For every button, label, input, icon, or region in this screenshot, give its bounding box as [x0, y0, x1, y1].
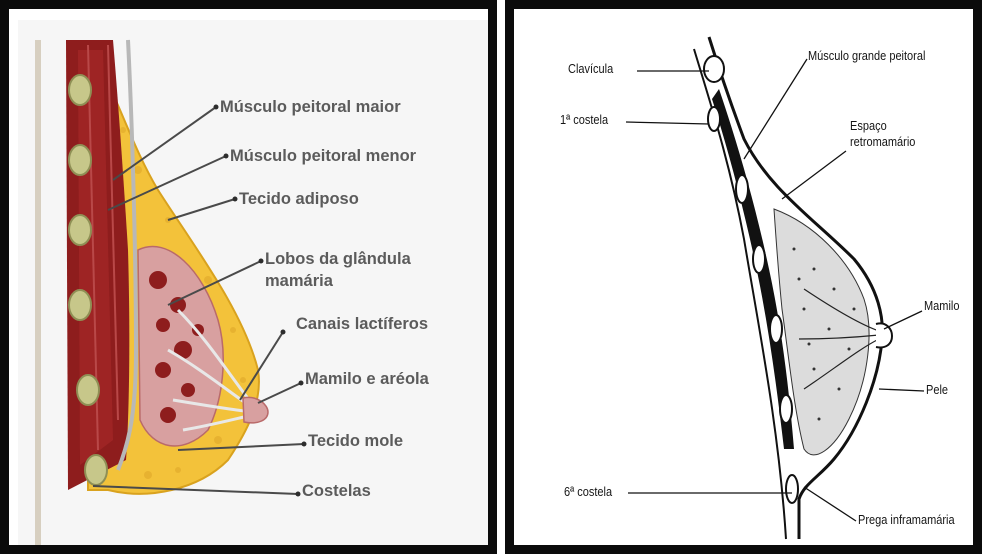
label-sexta-costela: 6ª costela — [564, 485, 612, 500]
left-diagram-area: Músculo peitoral maior Músculo peitoral … — [18, 20, 497, 552]
label-canais-lactiferos: Canais lactíferos — [296, 313, 428, 335]
label-tecido-mole: Tecido mole — [308, 430, 403, 452]
label-peitoral-menor: Músculo peitoral menor — [230, 145, 416, 167]
label-espaco-line1: Espaço — [850, 119, 887, 134]
label-tecido-adiposo: Tecido adiposo — [239, 188, 359, 210]
label-lobos-line1: Lobos da glândula — [265, 248, 411, 270]
left-anatomy-panel: Músculo peitoral maior Músculo peitoral … — [0, 0, 497, 554]
label-costelas: Costelas — [302, 480, 371, 502]
label-clavicula: Clavícula — [568, 62, 613, 77]
label-mamilo: Mamilo — [924, 299, 959, 314]
label-musculo-grande-peitoral: Músculo grande peitoral — [808, 49, 925, 64]
label-pele: Pele — [926, 383, 948, 398]
label-peitoral-maior: Músculo peitoral maior — [220, 96, 401, 118]
label-mamilo-areola: Mamilo e aréola — [305, 368, 429, 390]
label-prega-inframamaria: Prega inframamária — [858, 513, 955, 528]
label-primeira-costela: 1ª costela — [560, 113, 608, 128]
nipple-shape — [243, 397, 268, 422]
label-lobos-line2: mamária — [265, 270, 333, 292]
label-espaco-line2: retromamário — [850, 135, 915, 150]
right-anatomy-panel: Clavícula 1ª costela Músculo grande peit… — [505, 0, 982, 554]
right-breast-illustration — [514, 9, 973, 545]
